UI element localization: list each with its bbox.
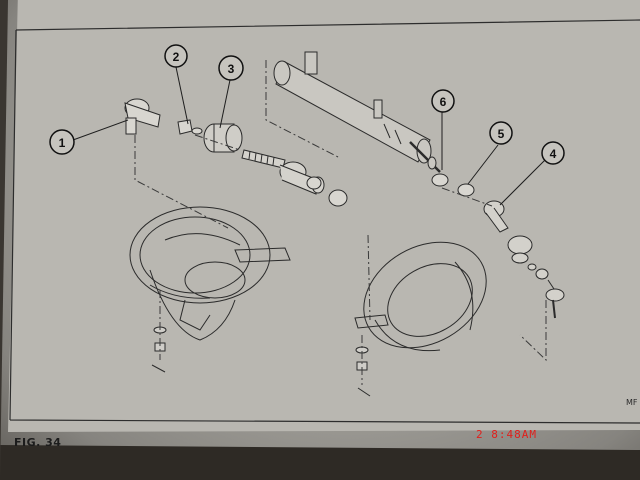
- camera-timestamp: 2 8:48AM: [476, 428, 537, 441]
- callout-leaders: [72, 66, 546, 206]
- callout-1: 1: [49, 129, 75, 155]
- axle-housing-right: [354, 241, 487, 352]
- adjuster-sleeve-3: [203, 123, 243, 153]
- cylinder-bracket-line: [265, 60, 341, 159]
- figure-corner-code: MF: [626, 398, 638, 407]
- svg-text:6: 6: [440, 95, 447, 109]
- jam-nut-2: [177, 119, 203, 135]
- page-edge-left: [0, 0, 8, 480]
- svg-text:3: 3: [228, 62, 235, 76]
- washer-5: [457, 183, 475, 197]
- page-gutter-shadow: [0, 445, 640, 480]
- figure-label: FIG. 34: [14, 436, 62, 449]
- steering-cylinder: [273, 51, 441, 173]
- page-border: [9, 19, 640, 424]
- svg-text:4: 4: [550, 147, 557, 161]
- callout-6: 6: [431, 89, 455, 113]
- svg-text:1: 1: [59, 136, 66, 150]
- washers-center: [306, 176, 348, 207]
- callout-3: 3: [218, 55, 244, 81]
- tie-rod-end-1: [124, 98, 161, 135]
- svg-text:5: 5: [498, 127, 505, 141]
- leader-lines: [134, 134, 547, 385]
- svg-text:2: 2: [173, 50, 180, 64]
- callout-2: 2: [164, 44, 188, 68]
- steering-knuckle-left: [129, 206, 291, 341]
- paper-sheet: [8, 0, 640, 432]
- callout-5: 5: [489, 121, 513, 145]
- callout-4: 4: [541, 141, 565, 165]
- washer-6: [431, 173, 449, 187]
